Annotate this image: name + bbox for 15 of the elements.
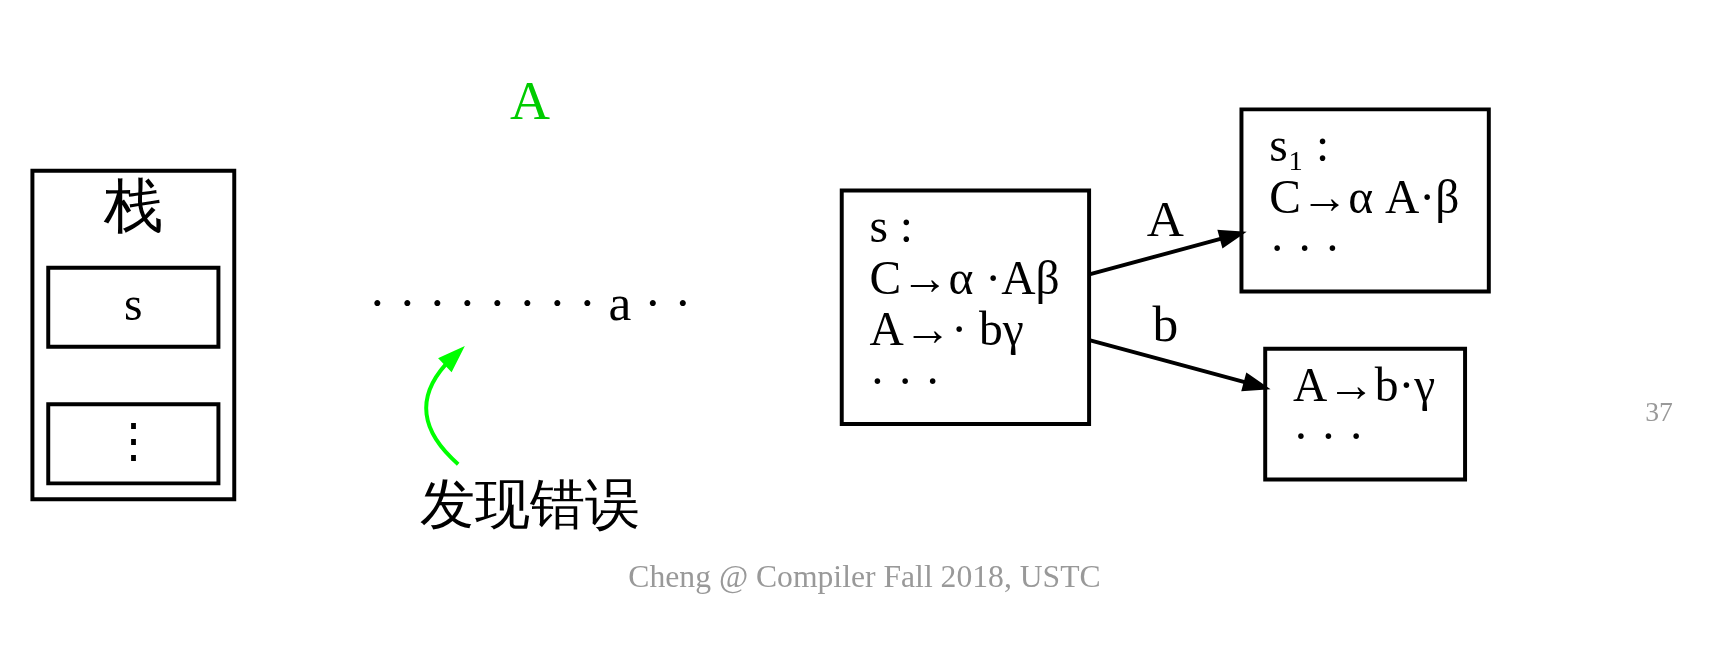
label: A — [510, 70, 551, 132]
caption: Cheng @ Compiler Fall 2018, USTC — [628, 558, 1101, 594]
arrow — [1088, 229, 1247, 277]
node-box: s : C→α ·Aβ A→· bγ · · · — [839, 188, 1092, 426]
node-box: ⋮ — [46, 402, 221, 486]
node-box: s — [46, 265, 221, 349]
node-box: A→b·γ · · · — [1263, 346, 1468, 482]
arrow — [424, 346, 465, 466]
label: 37 — [1645, 396, 1673, 428]
node-text: · · · · · · · · a · · — [368, 273, 692, 331]
node-text: 发现错误 — [420, 473, 641, 535]
node-box: s₁ : C→α A·β · · · — [1239, 107, 1491, 294]
arrow — [1088, 338, 1271, 392]
edge-label: A — [1146, 189, 1184, 247]
edge-label: b — [1152, 294, 1179, 352]
